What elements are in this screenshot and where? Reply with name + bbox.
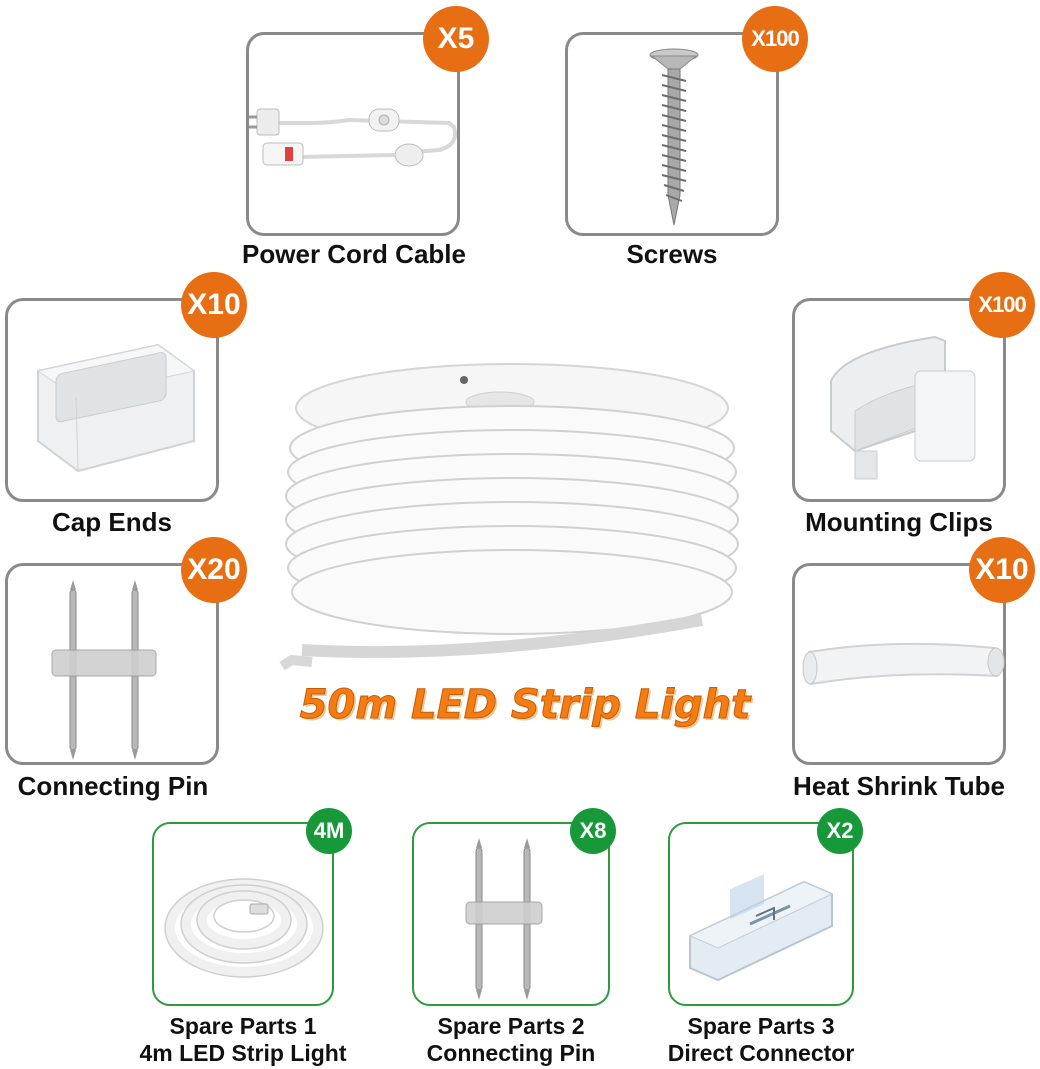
heat-shrink-tube-quantity-badge: X10: [969, 537, 1035, 603]
screws-quantity-badge: X100: [742, 6, 808, 72]
cap-ends-quantity-badge: X10: [181, 272, 247, 338]
power-cord-card: [246, 32, 460, 236]
spare-parts-2-card: [412, 822, 610, 1006]
mounting-clips-label: Mounting Clips: [805, 507, 993, 537]
power-cord-label: Power Cord Cable: [242, 239, 466, 269]
spare-parts-2-title: Spare Parts 2: [437, 1013, 585, 1039]
spare-parts-3-card: [668, 822, 854, 1006]
spare-parts-2-quantity-badge: X8: [570, 808, 616, 854]
heat-shrink-tube-icon: [802, 642, 1005, 686]
screw-icon: [649, 48, 699, 226]
power-cord-icon: [249, 108, 457, 167]
heat-shrink-tube-card: [792, 563, 1006, 765]
mounting-clip-icon: [830, 335, 976, 480]
screws-label: Screws: [626, 239, 718, 269]
spare-parts-1-quantity-badge: 4M: [306, 808, 352, 854]
cap-end-icon: [36, 343, 196, 473]
direct-connector-icon: [688, 874, 834, 982]
mounting-clips-quantity-badge: X100: [969, 272, 1035, 338]
screws-card: [565, 32, 779, 236]
spare-parts-1-card: [152, 822, 334, 1006]
spare-parts-3-title: Spare Parts 3: [687, 1013, 835, 1039]
spare-parts-1-subtitle: 4m LED Strip Light: [139, 1040, 347, 1066]
spare-parts-2-subtitle: Connecting Pin: [426, 1040, 596, 1066]
connecting-pin-card: [5, 563, 219, 765]
led-coil-icon: [164, 878, 324, 978]
spare-parts-3-subtitle: Direct Connector: [667, 1040, 855, 1066]
connecting-pin-icon: [465, 838, 543, 1000]
cap-ends-label: Cap Ends: [52, 507, 172, 537]
connecting-pin-label: Connecting Pin: [17, 771, 209, 801]
spare-parts-1-title: Spare Parts 1: [169, 1013, 317, 1039]
connecting-pin-icon: [51, 580, 157, 760]
heat-shrink-tube-label: Heat Shrink Tube: [793, 771, 1005, 801]
main-product-label: 50m LED Strip Light: [299, 682, 751, 729]
mounting-clips-card: [792, 298, 1006, 502]
led-reel-icon: [279, 363, 739, 671]
connecting-pin-quantity-badge: X20: [181, 537, 247, 603]
power-cord-quantity-badge: X5: [423, 6, 489, 72]
cap-ends-card: [5, 298, 219, 502]
spare-parts-3-quantity-badge: X2: [817, 808, 863, 854]
